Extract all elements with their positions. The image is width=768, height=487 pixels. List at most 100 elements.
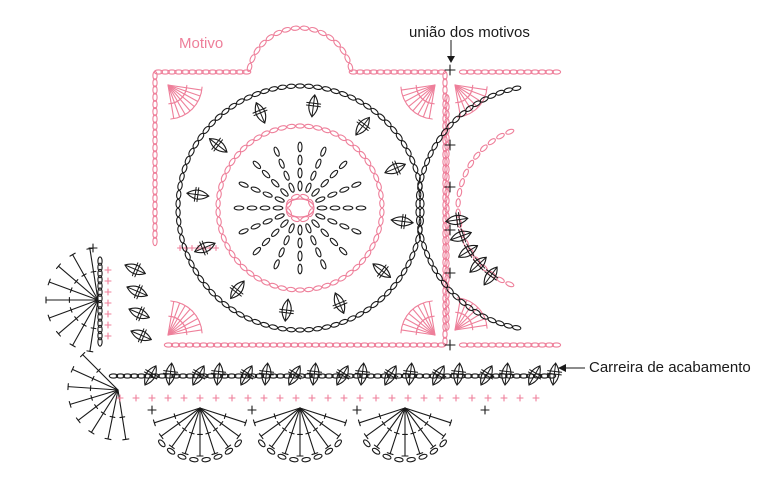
chain-stitch bbox=[152, 157, 158, 167]
finishing-border-stitches bbox=[45, 243, 563, 463]
chain-stitch bbox=[320, 179, 329, 188]
stitch-stroke bbox=[403, 98, 408, 105]
chain-stitch bbox=[243, 315, 253, 322]
chain-stitch bbox=[355, 205, 367, 211]
chain-stitch bbox=[152, 222, 158, 232]
stitch-stroke bbox=[305, 104, 321, 108]
chain-stitch bbox=[339, 318, 349, 325]
stitch-stroke bbox=[104, 437, 112, 441]
stitch-stroke bbox=[400, 86, 403, 94]
chain-stitch bbox=[305, 182, 312, 193]
single-crochet-stitch bbox=[404, 394, 412, 402]
stitch-stroke bbox=[403, 370, 419, 373]
stitch-stroke bbox=[422, 302, 436, 336]
stitch-stroke bbox=[181, 427, 187, 432]
chain-stitch bbox=[477, 373, 487, 379]
chain-stitch bbox=[339, 91, 349, 98]
stitch-stroke bbox=[271, 407, 301, 448]
chain-stitch bbox=[315, 213, 326, 220]
chain-stitch bbox=[444, 297, 450, 308]
chain-stitch bbox=[184, 155, 191, 165]
chain-stitch bbox=[152, 128, 158, 139]
chain-stitch bbox=[421, 241, 428, 251]
stitch-stroke bbox=[379, 266, 389, 279]
stitch-stroke bbox=[389, 407, 406, 455]
stitch-stroke bbox=[499, 370, 515, 373]
chain-stitch bbox=[365, 373, 376, 379]
chain-stitch bbox=[271, 179, 280, 188]
stitch-stroke bbox=[425, 300, 433, 303]
chain-stitch bbox=[275, 342, 286, 348]
chain-stitch bbox=[289, 342, 300, 348]
chain-stitch bbox=[537, 342, 547, 348]
stitch-stroke bbox=[72, 254, 99, 301]
stitch-stroke bbox=[289, 369, 303, 378]
chain-stitch bbox=[487, 317, 497, 324]
stitch-stroke bbox=[176, 115, 184, 119]
chain-stitch bbox=[240, 373, 251, 379]
chain-stitch bbox=[421, 373, 432, 379]
chain-stitch bbox=[218, 225, 224, 235]
stitch-stroke bbox=[69, 287, 73, 293]
chain-stitch bbox=[544, 69, 555, 75]
chain-stitch bbox=[320, 228, 329, 237]
chain-stitch bbox=[297, 224, 303, 236]
stitch-stroke bbox=[211, 452, 219, 456]
chain-stitch bbox=[277, 453, 287, 460]
stitch-stroke bbox=[404, 407, 452, 424]
chain-stitch bbox=[338, 160, 348, 170]
chain-stitch bbox=[213, 453, 223, 460]
chain-stitch bbox=[175, 207, 181, 218]
stitch-stroke bbox=[168, 444, 175, 450]
stitch-stroke bbox=[471, 324, 474, 331]
stitch-stroke bbox=[229, 287, 242, 297]
chain-stitch bbox=[181, 164, 188, 174]
stitch-stroke bbox=[223, 413, 227, 419]
chain-stitch bbox=[251, 91, 261, 98]
chain-stitch bbox=[317, 29, 327, 37]
stitch-stroke bbox=[153, 407, 201, 424]
stitch-stroke bbox=[152, 419, 156, 427]
chain-stitch bbox=[277, 84, 287, 91]
stitch-stroke bbox=[205, 431, 211, 435]
chain-stitch bbox=[286, 83, 296, 89]
single-crochet-stitch bbox=[276, 394, 284, 402]
chain-stitch bbox=[295, 287, 305, 293]
chain-stitch bbox=[215, 207, 221, 218]
chain-stitch bbox=[494, 342, 505, 348]
chain-stitch bbox=[258, 439, 266, 448]
chain-stitch bbox=[428, 373, 439, 379]
chain-stitch bbox=[288, 223, 295, 234]
join-label: união dos motivos bbox=[409, 24, 530, 41]
stitch-stroke bbox=[428, 300, 436, 336]
chain-stitch bbox=[97, 262, 103, 273]
chain-stitch bbox=[429, 447, 439, 455]
single-crochet-stitch bbox=[420, 394, 428, 402]
chain-stitch bbox=[235, 311, 245, 318]
chain-stitch bbox=[330, 321, 340, 328]
chain-stitch bbox=[444, 321, 450, 331]
chain-stitch bbox=[152, 164, 158, 175]
stitch-stroke bbox=[378, 413, 382, 419]
chain-stitch bbox=[342, 205, 354, 211]
single-crochet-stitch bbox=[356, 394, 364, 402]
chain-stitch bbox=[300, 216, 310, 223]
chain-stitch bbox=[289, 373, 300, 379]
chain-stitch bbox=[396, 69, 406, 75]
chain-stitch bbox=[226, 373, 237, 379]
stitch-stroke bbox=[167, 84, 203, 91]
stitch-stroke bbox=[458, 229, 464, 244]
chain-stitch bbox=[167, 69, 177, 75]
chain-stitch bbox=[297, 154, 303, 166]
chain-stitch bbox=[286, 327, 296, 333]
chain-stitch bbox=[458, 69, 469, 75]
chain-stitch bbox=[269, 282, 279, 289]
chain-stitch bbox=[444, 266, 450, 276]
chain-stitch bbox=[261, 342, 272, 348]
stitch-stroke bbox=[547, 370, 563, 373]
chain-stitch bbox=[310, 342, 321, 348]
chain-stitch bbox=[430, 69, 440, 75]
stitch-stroke bbox=[167, 84, 191, 112]
stitch-stroke bbox=[173, 413, 177, 419]
single-crochet-stitch bbox=[352, 405, 362, 415]
